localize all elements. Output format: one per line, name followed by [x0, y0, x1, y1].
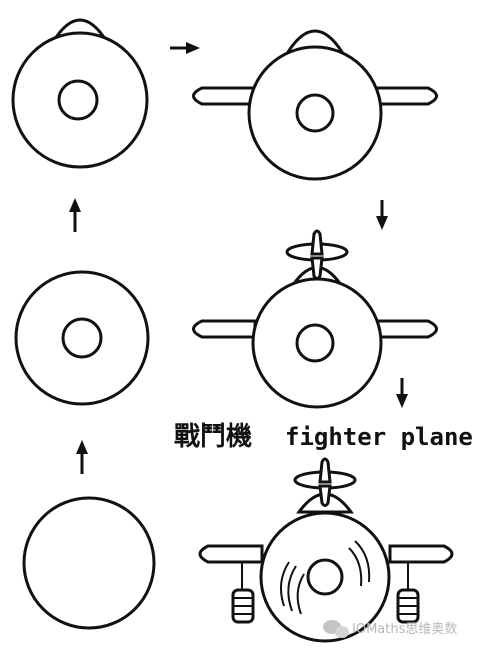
wechat-icon [323, 620, 349, 638]
step-1-circle [22, 496, 156, 630]
watermark-text: IOMaths思维奥数 [352, 622, 457, 637]
step-5-propeller [192, 229, 438, 409]
step-4-wings [192, 29, 438, 181]
step-3-canopy [11, 18, 149, 169]
step-6-finished-plane [198, 457, 454, 643]
step-2-circle-with-center [14, 270, 150, 406]
caption-chinese: 戰鬥機 [174, 422, 252, 452]
arrow-up-lower [76, 440, 88, 474]
arrow-down-lower [396, 378, 408, 408]
caption: 戰鬥機 fighter plane [174, 422, 473, 452]
arrow-down-upper [376, 200, 388, 230]
arrow-up-upper [69, 198, 81, 232]
watermark: IOMaths思维奥数 [323, 620, 457, 638]
caption-english: fighter plane [285, 423, 473, 451]
arrow-right [170, 42, 200, 54]
